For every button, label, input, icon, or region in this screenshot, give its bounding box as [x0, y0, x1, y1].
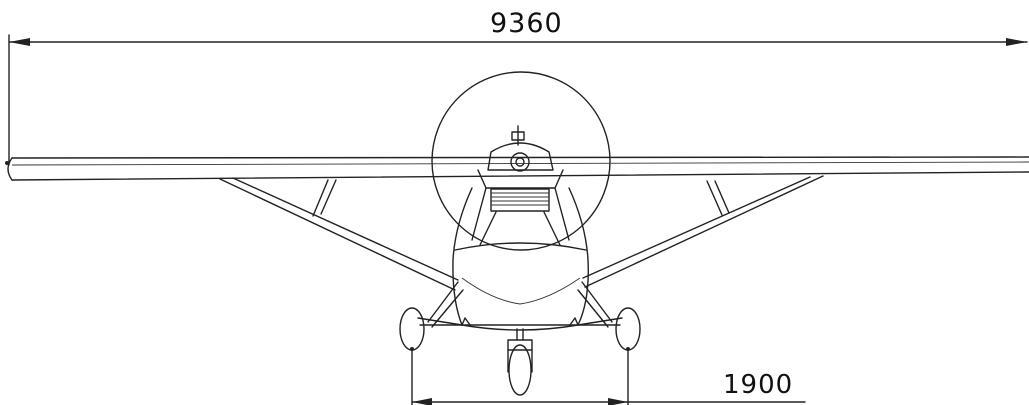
fuselage [452, 187, 589, 331]
propeller-disc [431, 71, 611, 251]
nose-landing-gear [507, 328, 533, 396]
track-dimension [410, 347, 806, 405]
wing-struts [219, 175, 824, 291]
wingspan-dimension [8, 34, 1028, 166]
track-dimension-label: 1900 [723, 370, 794, 400]
wingspan-dimension-label: 9360 [490, 8, 563, 39]
engine [471, 125, 570, 246]
